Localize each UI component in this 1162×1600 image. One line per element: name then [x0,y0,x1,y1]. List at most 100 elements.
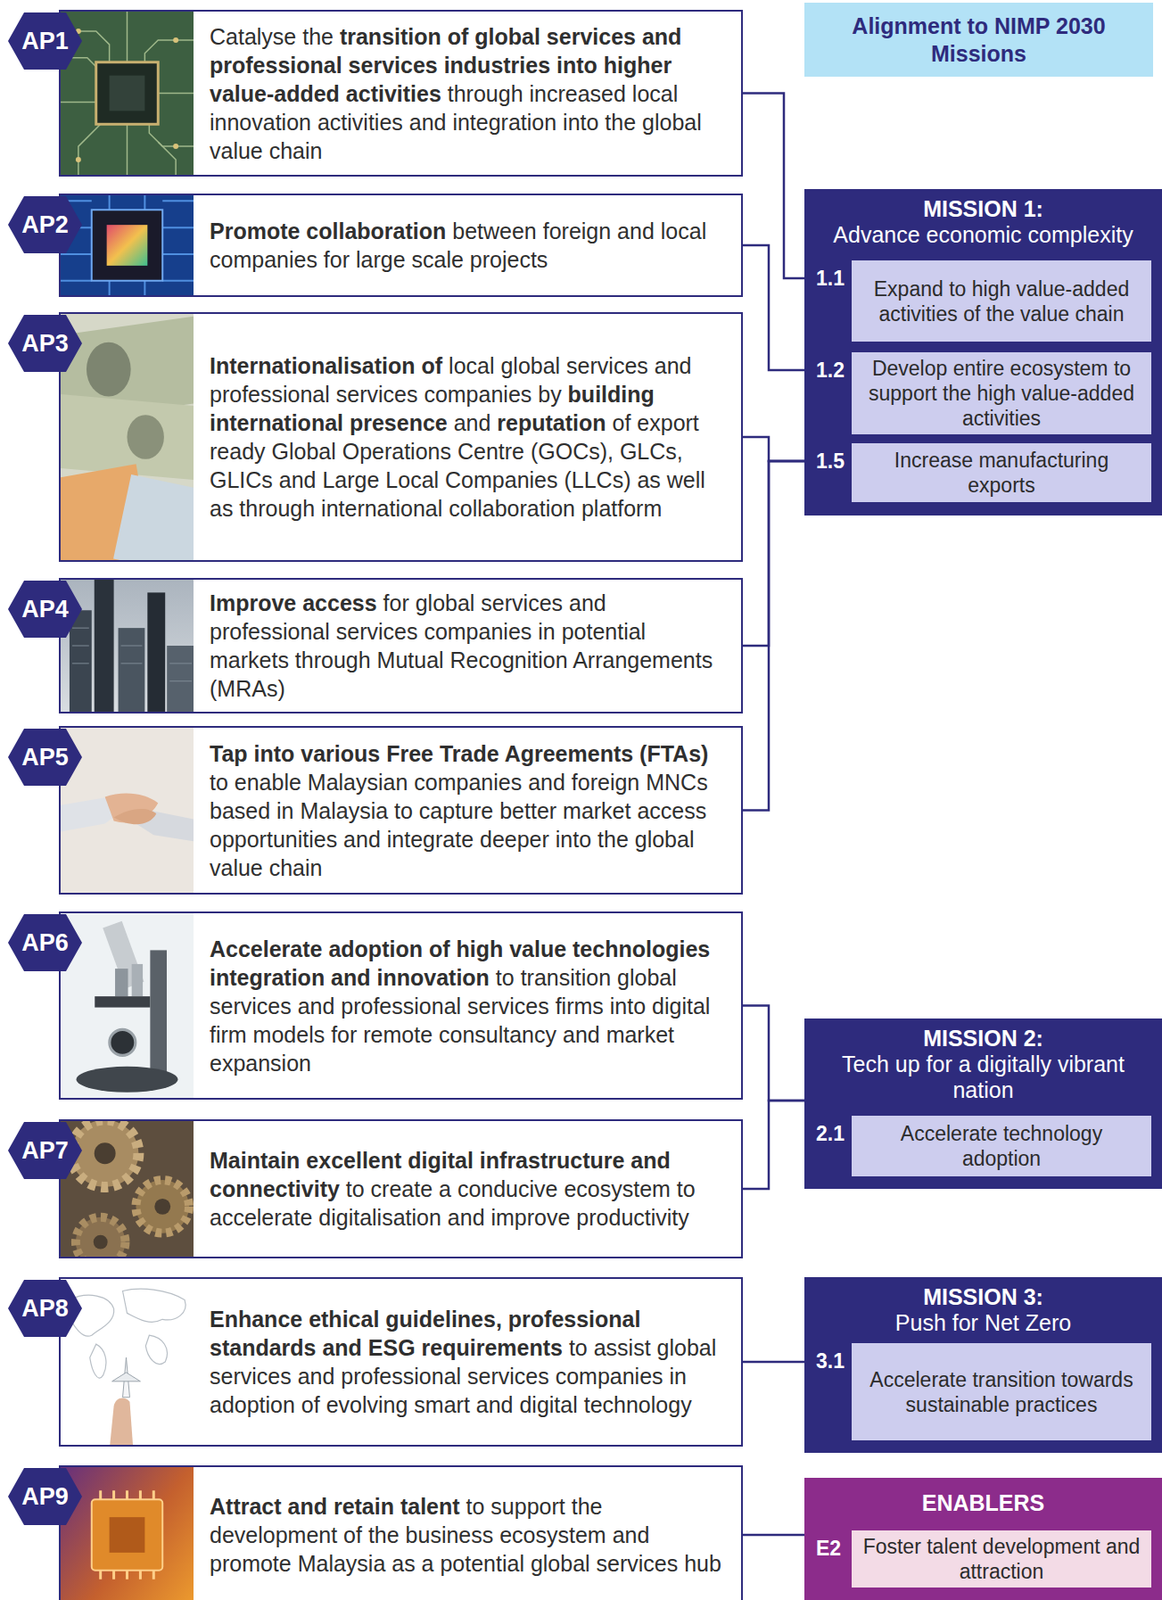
illustration-part [60,156,194,335]
illustration-part [60,557,194,735]
illustration-part [96,62,159,125]
mission-title: MISSION 3: [813,1284,1154,1311]
item-box: Increase manufacturing exports [851,443,1152,503]
mission-title: MISSION 2: [813,1025,1154,1052]
hexagon-fill [8,728,83,786]
mission-item: 3.1Accelerate transition towards sustain… [804,1343,1162,1441]
illustration-part [109,75,146,112]
illustration-part [107,224,149,266]
ap-hexagon: AP9 [8,1467,83,1525]
mission-box: 3.1Accelerate transition towards sustain… [804,1277,1162,1453]
ap-number: AP2 [21,210,69,239]
illustration-part [162,280,194,282]
action-box: Tap into various Free Trade Agreements (… [58,725,743,895]
hexagon-fill [8,12,83,70]
illustration-part [118,627,146,734]
action-text: Promote collaboration between foreign an… [209,216,729,274]
illustration-part [173,37,179,43]
header-box: Alignment to NIMP 2030 Missions [804,2,1154,77]
illustration-part [75,1217,126,1268]
connector-line [742,1005,805,1102]
bold-run: Attract and retain talent [209,1493,461,1519]
action-text: Maintain excellent digital infrastructur… [209,1145,729,1232]
ap-hexagon: AP7 [8,1121,83,1179]
ap-hexagon: AP4 [8,580,83,638]
illustration-part [60,4,194,182]
illustration-part [60,101,97,103]
illustration-part [109,1398,134,1451]
illustration-part [78,123,101,182]
action-box: Maintain excellent digital infrastructur… [58,1119,743,1259]
bold-run: Internationalisation of [209,353,443,379]
action-text: Tap into various Free Trade Agreements (… [209,739,729,882]
ap-hexagon: AP6 [8,914,83,972]
item-box: Accelerate technology adoption [851,1115,1152,1177]
bold-run: Improve access [209,590,378,616]
action-box: Catalyse the transition of global servic… [58,9,743,177]
hexagon-fill [8,1467,83,1525]
illustration-part [173,143,179,149]
item-box: Foster talent development and attraction [851,1530,1152,1588]
ap-number: AP8 [21,1293,69,1323]
illustration-part [162,199,194,202]
illustration-part [60,280,92,282]
illustration-part [162,226,194,229]
illustration-part [69,1288,186,1378]
ap-number: AP6 [21,928,69,957]
ap-hexagon: AP3 [8,314,83,372]
mission-box: 1.1Expand to high value-added activities… [804,189,1162,516]
item-text: Expand to high value-added activities of… [860,276,1143,327]
illustration-part [60,1100,194,1278]
item-box: Expand to high value-added activities of… [851,260,1152,342]
mission-item: 1.5Increase manufacturing exports [804,443,1162,503]
text-run: Catalyse the [209,24,334,50]
illustration-part [108,156,111,211]
map-plane-photo [60,1273,194,1451]
illustration-part [112,1372,141,1382]
connector-line [742,1100,805,1189]
connector-line [742,245,805,371]
illustration-part [60,156,194,335]
illustration-part [71,1120,139,1187]
item-box: Develop entire ecosystem to support the … [851,352,1152,435]
hexagon-fill [8,914,83,972]
text-run: and [447,410,492,436]
city-photo [60,557,194,735]
mission-title: ENABLERS [813,1490,1154,1517]
action-box: Internationalisation of local global ser… [58,312,743,562]
action-box: Improve access for global services and p… [58,577,743,714]
ap-number: AP5 [21,742,69,772]
illustration-part [60,4,194,182]
illustration-part [69,609,92,734]
mission-item: 1.2Develop entire ecosystem to support t… [804,352,1162,435]
illustration-part [93,1235,108,1250]
item-number: E2 [815,1535,841,1561]
illustration-part [90,1343,107,1378]
illustration-part [109,1516,146,1553]
item-text: Foster talent development and attraction [860,1533,1143,1584]
bold-run: Promote collaboration [209,218,446,244]
ap-number: AP1 [21,26,69,56]
illustration-part [72,627,192,682]
illustration-part [143,156,146,211]
enablers-box: E2 Foster talent development and attracti… [804,1477,1162,1600]
mission-subtitle: Advance economic complexity [813,222,1154,248]
item-number: 2.1 [815,1120,845,1146]
action-text: Internationalisation of local global ser… [209,351,729,523]
illustration-part [145,1335,167,1364]
illustration-part [72,627,192,682]
item-number: 1.5 [815,448,845,474]
gears-photo [60,1100,194,1278]
mission-title: MISSION 1: [813,196,1154,223]
mission-item: E2 Foster talent development and attracti… [804,1530,1162,1588]
illustration-part [75,28,179,163]
action-box: Enhance ethical guidelines, professional… [58,1277,743,1447]
illustration-part [157,92,194,94]
ap-hexagon: AP1 [8,12,83,70]
illustration-part [76,1066,179,1093]
mission-item: 2.1Accelerate technology adoption [804,1115,1162,1177]
illustration-part [94,996,150,1007]
illustration-part [60,1273,194,1451]
bold-run: reputation [490,410,606,436]
